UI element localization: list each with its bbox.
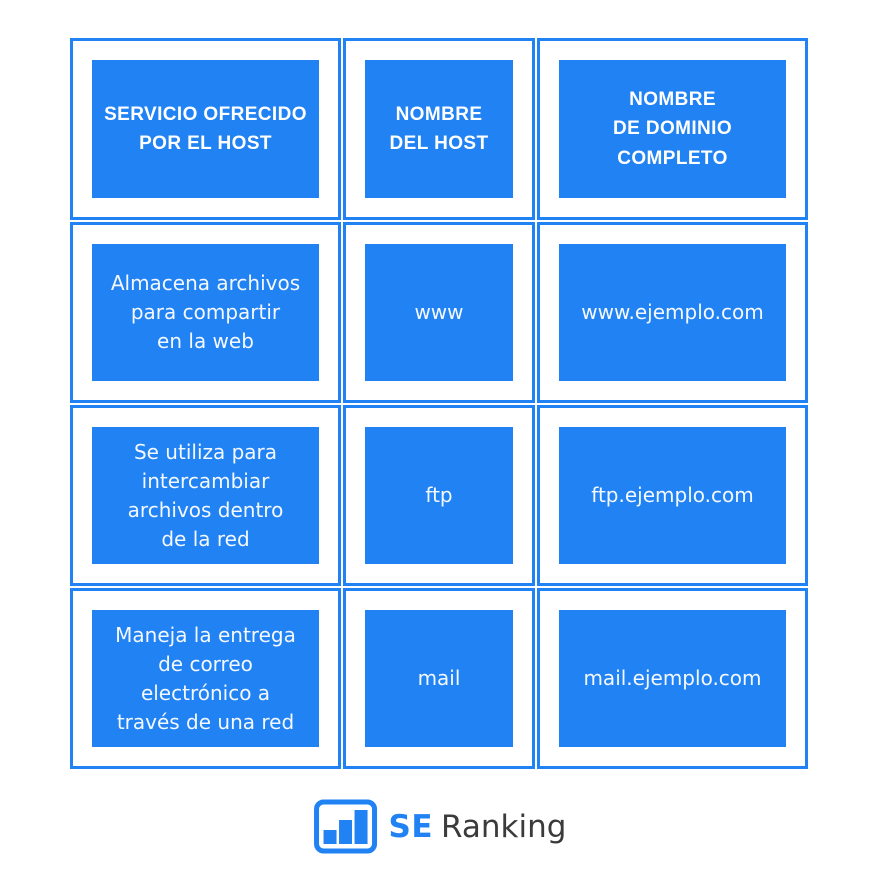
text-row3-fqdn: mail.ejemplo.com <box>583 666 762 690</box>
header-cell-host-name: NOMBRE DEL HOST <box>343 38 535 220</box>
text-row2-fqdn: ftp.ejemplo.com <box>591 483 754 507</box>
box-row1-host: www <box>365 244 513 381</box>
header-box-service: SERVICIO OFRECIDO POR EL HOST <box>92 60 319 198</box>
bar-chart-icon <box>314 799 378 854</box>
header-cell-service: SERVICIO OFRECIDO POR EL HOST <box>70 38 341 220</box>
cell-row2-service: Se utiliza para intercambiar archivos de… <box>70 405 341 586</box>
box-row3-fqdn: mail.ejemplo.com <box>559 610 786 747</box>
cell-row1-fqdn: www.ejemplo.com <box>537 222 808 403</box>
se-ranking-logo: SE Ranking <box>314 799 567 854</box>
box-row3-host: mail <box>365 610 513 747</box>
text-row1-service: Almacena archivos para compartir en la w… <box>110 271 301 353</box>
header-label-host-name: NOMBRE DEL HOST <box>389 103 489 154</box>
logo-ranking-text: Ranking <box>441 808 567 845</box>
header-box-fqdn: NOMBRE DE DOMINIO COMPLETO <box>559 60 786 198</box>
header-label-service: SERVICIO OFRECIDO POR EL HOST <box>104 103 307 154</box>
cell-row3-host: mail <box>343 588 535 769</box>
text-row2-host: ftp <box>425 483 453 507</box>
box-row2-host: ftp <box>365 427 513 564</box>
logo-se-text: SE <box>388 808 434 845</box>
text-row3-host: mail <box>417 666 461 690</box>
header-label-fqdn: NOMBRE DE DOMINIO COMPLETO <box>612 88 733 169</box>
hosts-table: SERVICIO OFRECIDO POR EL HOST NOMBRE DEL… <box>70 38 810 770</box>
text-row1-fqdn: www.ejemplo.com <box>581 300 764 324</box>
box-row1-service: Almacena archivos para compartir en la w… <box>92 244 319 381</box>
cell-row1-service: Almacena archivos para compartir en la w… <box>70 222 341 403</box>
cell-row1-host: www <box>343 222 535 403</box>
box-row2-service: Se utiliza para intercambiar archivos de… <box>92 427 319 564</box>
box-row1-fqdn: www.ejemplo.com <box>559 244 786 381</box>
cell-row2-host: ftp <box>343 405 535 586</box>
cell-row3-fqdn: mail.ejemplo.com <box>537 588 808 769</box>
box-row2-fqdn: ftp.ejemplo.com <box>559 427 786 564</box>
box-row3-service: Maneja la entrega de correo electrónico … <box>92 610 319 747</box>
header-cell-fqdn: NOMBRE DE DOMINIO COMPLETO <box>537 38 808 220</box>
header-box-host-name: NOMBRE DEL HOST <box>365 60 513 198</box>
cell-row2-fqdn: ftp.ejemplo.com <box>537 405 808 586</box>
text-row1-host: www <box>414 300 464 324</box>
cell-row3-service: Maneja la entrega de correo electrónico … <box>70 588 341 769</box>
text-row3-service: Maneja la entrega de correo electrónico … <box>115 622 296 734</box>
text-row2-service: Se utiliza para intercambiar archivos de… <box>127 439 284 551</box>
